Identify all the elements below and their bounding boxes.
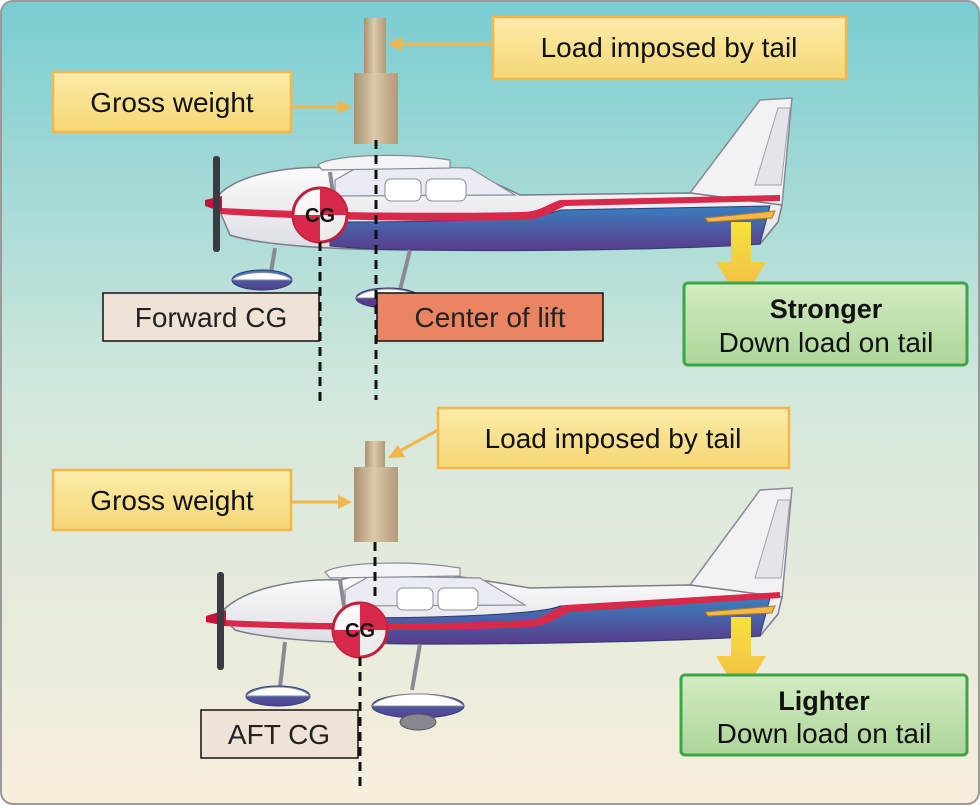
- tail-load-box-bottom: [679, 673, 969, 757]
- load-tail-box-top: [491, 15, 848, 81]
- airplane-top: [205, 97, 793, 309]
- cg-position-box-bottom: [200, 709, 359, 759]
- load-tail-label-top: Load imposed by tail: [541, 32, 798, 63]
- tail-down-arrow-bottom: [716, 617, 766, 698]
- cg-position-label-bottom: AFT CG: [228, 719, 330, 750]
- top-scenario: CG Load imposed by tail Gross weight For…: [51, 15, 969, 405]
- cg-marker-label-bottom: CG: [345, 620, 375, 642]
- cg-position-box-top: [102, 292, 320, 342]
- center-of-lift-box: [376, 292, 604, 342]
- tail-load-block-bottom: [365, 441, 385, 469]
- center-of-lift-label: Center of lift: [415, 302, 566, 333]
- gross-weight-box-bottom: [51, 468, 293, 532]
- tail-load-subtitle-bottom: Down load on tail: [717, 718, 932, 749]
- tail-load-subtitle-top: Down load on tail: [719, 327, 934, 358]
- airplane-bottom: [206, 487, 793, 731]
- load-tail-box-bottom: [436, 406, 791, 470]
- tail-load-block: [364, 18, 386, 76]
- cg-marker-top: CG: [291, 186, 349, 244]
- tail-load-title-bottom: Lighter: [778, 686, 870, 716]
- gross-weight-box-top: [51, 70, 293, 134]
- load-tail-pointer-bottom: [397, 428, 439, 454]
- cg-marker-bottom: CG: [331, 601, 389, 659]
- tail-load-title-top: Stronger: [770, 294, 883, 324]
- tail-load-box-top: [682, 281, 969, 367]
- cg-marker-label-top: CG: [305, 205, 335, 227]
- bottom-scenario: CG Load imposed by tail Gross weight AFT…: [51, 406, 969, 790]
- gross-weight-label-bottom: Gross weight: [90, 485, 254, 516]
- cg-position-label-top: Forward CG: [135, 302, 287, 333]
- tail-down-arrow-top: [716, 222, 766, 304]
- gross-weight-block-bottom: [354, 467, 398, 542]
- gross-weight-label-top: Gross weight: [90, 87, 254, 118]
- load-tail-label-bottom: Load imposed by tail: [485, 423, 742, 454]
- gross-weight-block: [354, 73, 398, 144]
